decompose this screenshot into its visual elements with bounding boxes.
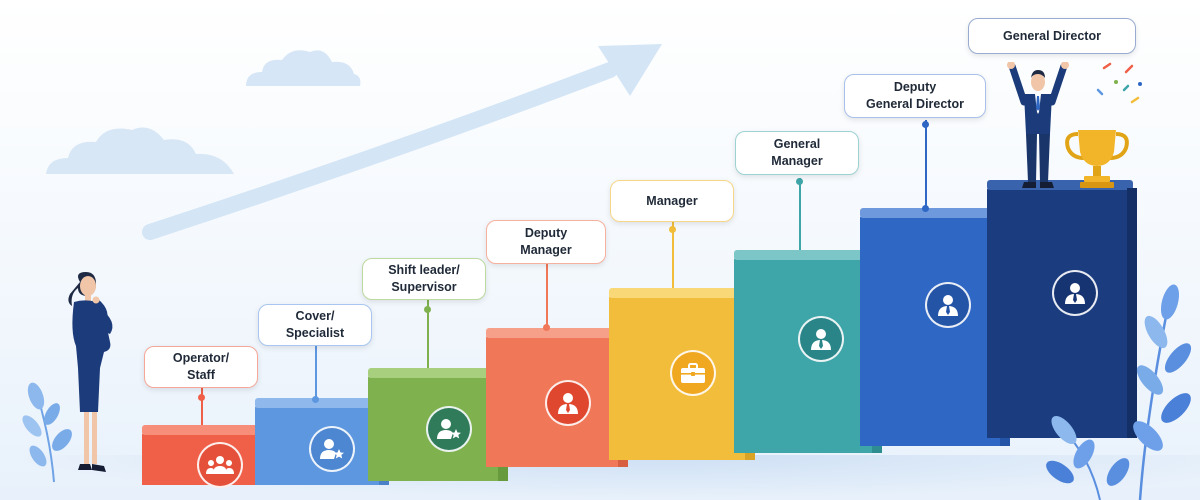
user-star-icon xyxy=(437,419,461,439)
celebrating-director-figure xyxy=(1007,62,1069,188)
leaves-left-decoration xyxy=(22,382,72,483)
step-general-director xyxy=(987,180,1139,438)
badge-operator-staff xyxy=(197,442,243,488)
user-star-icon xyxy=(320,439,344,459)
badge-shift-leader-supervisor xyxy=(426,406,472,452)
connector-deputy-general-director xyxy=(925,120,927,208)
label-general-director: General Director xyxy=(968,18,1136,54)
badge-general-director xyxy=(1052,270,1098,316)
level-title-line2: Supervisor xyxy=(391,280,457,294)
user-tie-icon xyxy=(938,295,958,316)
connector-dot xyxy=(312,396,319,403)
label-cover-specialist: Cover/ Specialist xyxy=(258,304,372,346)
label-general-manager: General Manager xyxy=(735,131,859,175)
label-deputy-general-director: Deputy General Director xyxy=(844,74,986,118)
team-icon xyxy=(206,456,234,474)
connector-manager xyxy=(672,222,674,288)
label-operator-staff: Operator/ Staff xyxy=(144,346,258,388)
connector-dot xyxy=(543,324,550,331)
connector-deputy-manager xyxy=(546,264,548,328)
level-title-line1: Operator/ xyxy=(172,351,230,366)
badge-deputy-manager xyxy=(545,380,591,426)
level-title-line1: Manager xyxy=(646,193,698,208)
connector-dot xyxy=(796,178,803,185)
label-manager: Manager xyxy=(610,180,734,222)
trophy-icon xyxy=(1065,130,1129,188)
badge-deputy-general-director xyxy=(925,282,971,328)
level-title-line2: Staff xyxy=(187,368,215,382)
thinking-woman-figure xyxy=(68,272,113,472)
cloud-top xyxy=(246,50,361,86)
growth-arrow xyxy=(142,44,662,240)
leaves-right-decoration xyxy=(1046,284,1192,500)
connector-dot xyxy=(922,205,929,212)
connector-dot xyxy=(424,306,431,313)
user-tie-icon xyxy=(558,393,578,414)
level-title-line1: Cover/ xyxy=(295,309,335,324)
connector-shift-leader-supervisor xyxy=(427,300,429,368)
badge-cover-specialist xyxy=(309,426,355,472)
connector-operator-staff xyxy=(201,388,203,425)
connector-dot xyxy=(669,226,676,233)
briefcase-icon xyxy=(681,363,705,383)
level-title-line1: General Director xyxy=(1003,28,1101,43)
user-tie-icon xyxy=(811,329,831,350)
level-title-line1: Deputy xyxy=(893,80,937,95)
level-title-line2: Manager xyxy=(771,154,823,168)
badge-general-manager xyxy=(798,316,844,362)
level-title-line2: Manager xyxy=(520,243,572,257)
label-deputy-manager: Deputy Manager xyxy=(486,220,606,264)
connector-cover-specialist xyxy=(315,346,317,398)
connector-dot xyxy=(922,121,929,128)
label-shift-leader-supervisor: Shift leader/ Supervisor xyxy=(362,258,486,300)
badge-manager xyxy=(670,350,716,396)
connector-dot xyxy=(198,394,205,401)
user-tie-icon xyxy=(1065,283,1085,304)
connector-general-manager xyxy=(799,178,801,250)
cloud-left xyxy=(46,127,234,174)
level-title-line1: Deputy xyxy=(524,226,568,241)
confetti-decoration xyxy=(1096,62,1142,104)
level-title-line1: Shift leader/ xyxy=(388,263,460,278)
level-title-line2: General Director xyxy=(866,97,964,111)
level-title-line2: Specialist xyxy=(285,326,345,340)
level-title-line1: General xyxy=(773,137,821,152)
